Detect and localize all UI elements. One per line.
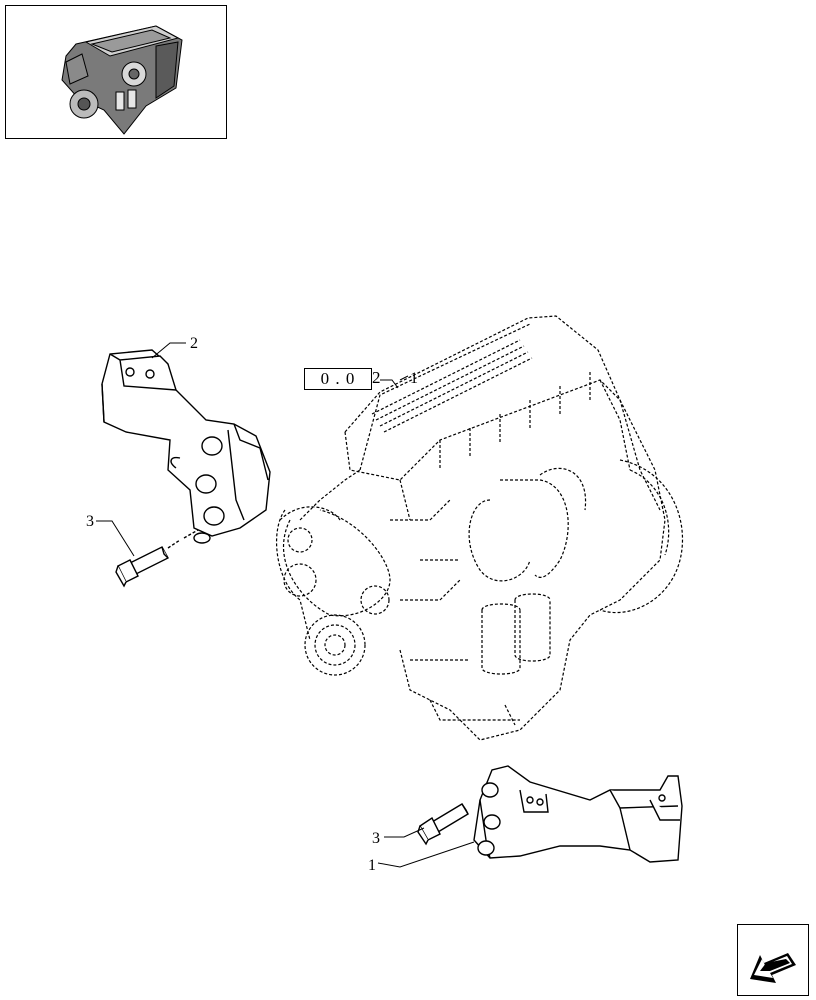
callout-3-bottom: 3 bbox=[372, 830, 380, 847]
callout-1-top: 1 bbox=[410, 370, 418, 387]
leader-lines bbox=[96, 342, 475, 868]
engine-thumbnail bbox=[5, 5, 227, 139]
reference-link-suffix: 2 bbox=[372, 368, 381, 387]
bolt-left bbox=[115, 529, 199, 588]
reference-link-box[interactable]: 0 . 0 bbox=[304, 368, 372, 390]
next-page-arrow-icon bbox=[750, 953, 796, 983]
callout-3-left: 3 bbox=[86, 513, 94, 530]
next-page-button[interactable] bbox=[737, 924, 809, 996]
top-engine-bracket bbox=[101, 349, 271, 544]
bolt-bottom bbox=[417, 803, 469, 846]
bottom-engine-bracket bbox=[473, 765, 683, 863]
engine-thumbnail-icon bbox=[61, 25, 183, 135]
callout-2: 2 bbox=[190, 335, 198, 352]
engine-outline bbox=[275, 315, 684, 741]
callout-1-bottom: 1 bbox=[368, 857, 376, 874]
